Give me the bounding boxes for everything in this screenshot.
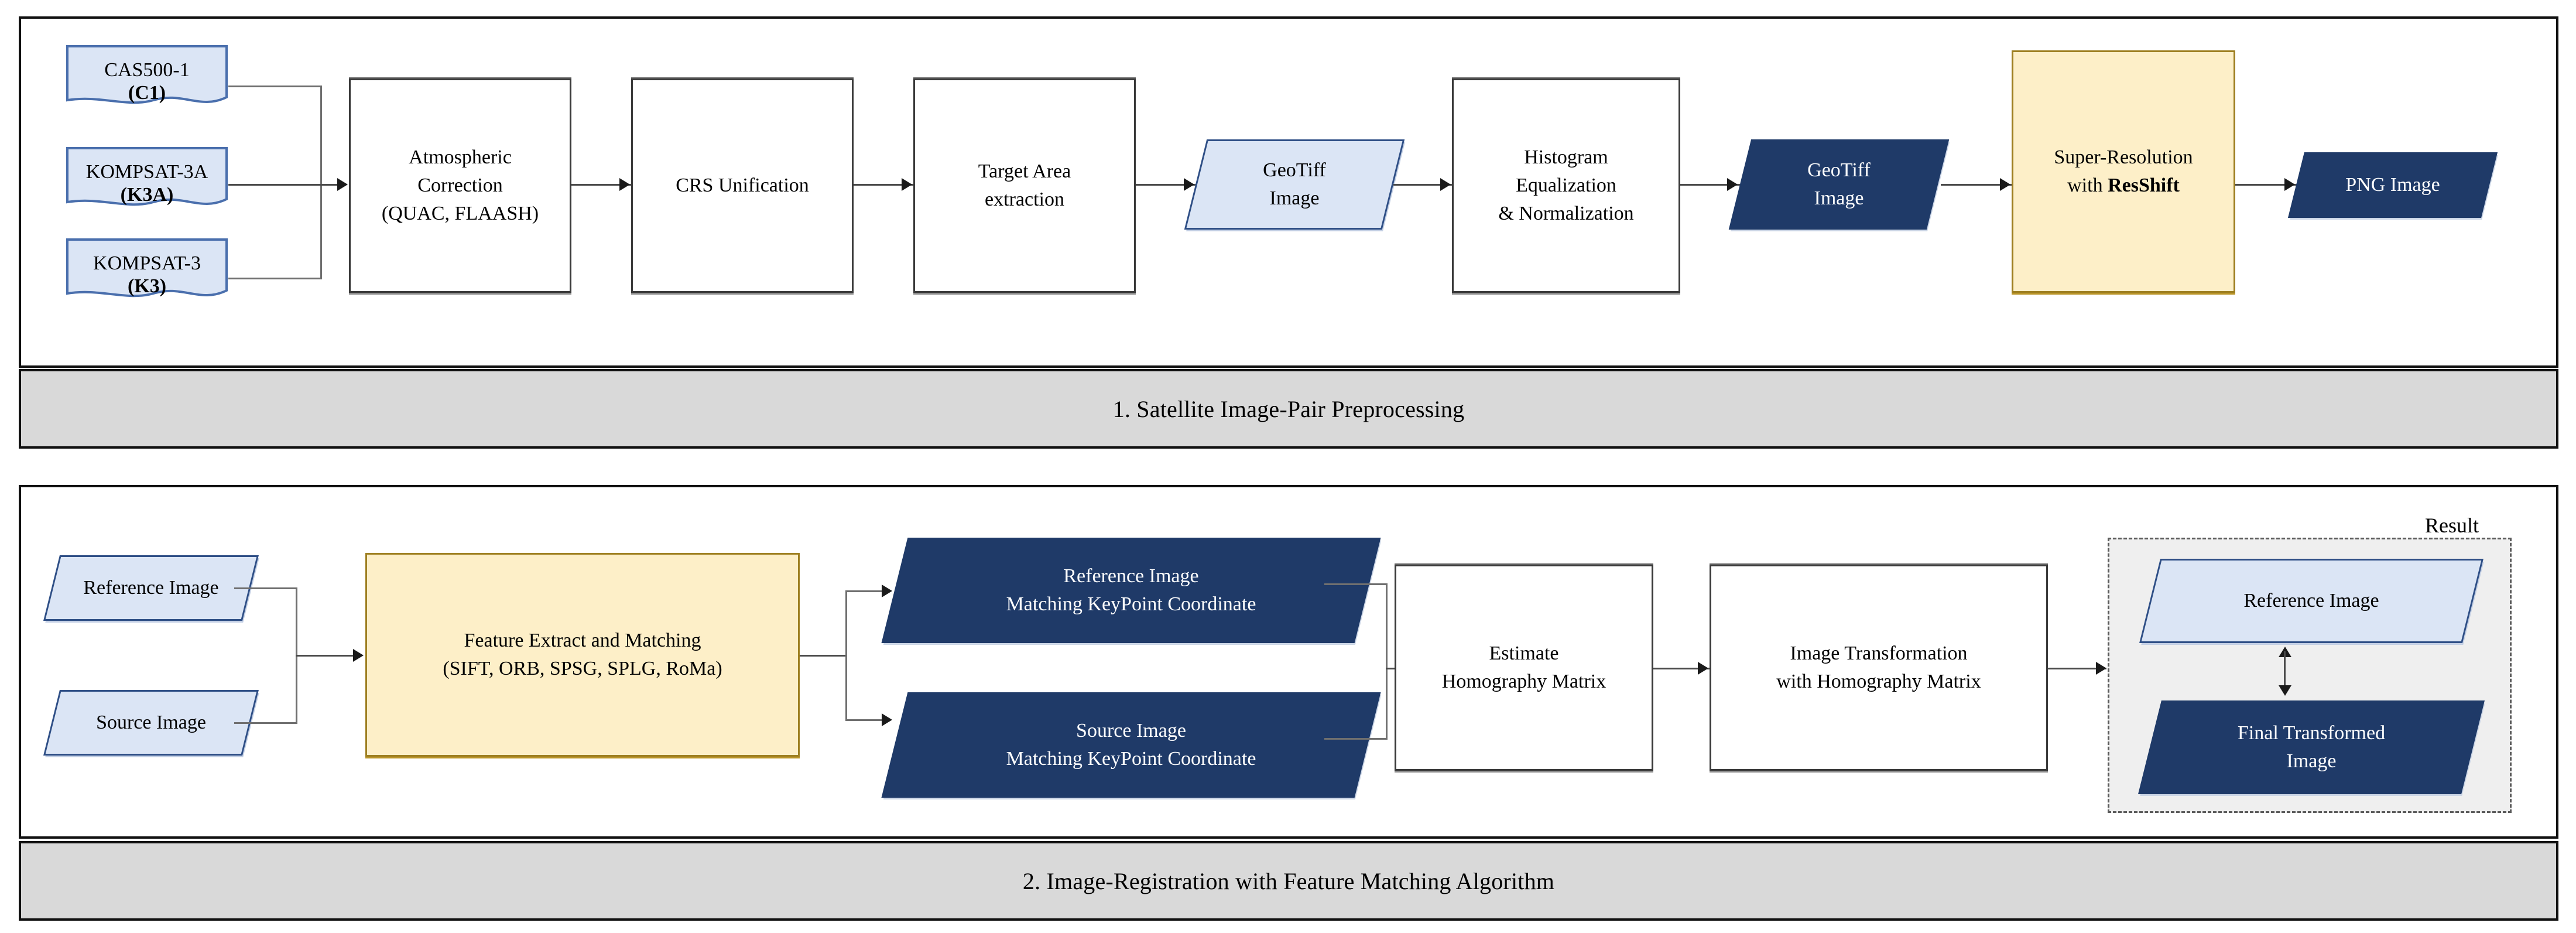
result-group-title: Result xyxy=(2425,513,2479,538)
data-label-source-keypoints: Source Image Matching KeyPoint Coordinat… xyxy=(1006,719,1256,770)
arrow-crs-to-target xyxy=(902,178,912,191)
connector-compare xyxy=(2284,651,2286,688)
step-label-image-transformation: Image Transformation with Homography Mat… xyxy=(1776,642,1981,692)
input-source-kompsat-3: KOMPSAT-3 xyxy=(66,238,228,303)
arrow-histogram-to-geotiff-dark xyxy=(1727,178,1738,191)
connector-cas500-1 xyxy=(228,86,322,87)
result-label-final-transformed-image: Final Transformed Image xyxy=(2237,722,2386,772)
connector-homography-to-transformation xyxy=(1653,668,1710,669)
result-group-title-label: Result xyxy=(2425,514,2479,537)
connector-homography-bus xyxy=(1386,583,1388,740)
step-image-transformation: Image Transformation with Homography Mat… xyxy=(1710,565,2048,771)
data-geotiff-image-dark: GeoTiff Image xyxy=(1728,139,1950,230)
connector-inputs-to-feature-extract xyxy=(296,655,354,657)
step-histogram-equalization: Histogram Equalization & Normalization xyxy=(1452,78,1680,293)
input-reference-image: Reference Image xyxy=(43,555,259,621)
data-geotiff-image-light: GeoTiff Image xyxy=(1184,139,1405,230)
input-source-image: Source Image xyxy=(43,690,259,756)
step-feature-extract-matching: Feature Extract and Matching (SIFT, ORB,… xyxy=(365,553,800,757)
data-label-png-image: PNG Image xyxy=(2345,173,2440,196)
step-target-area-extraction: Target Area extraction xyxy=(913,78,1136,293)
connector-reference-image-out xyxy=(234,587,297,589)
step-label-super-resolution-bold: ResShift xyxy=(2108,175,2180,196)
connector-geotiff-dark-to-superres xyxy=(1941,184,2012,186)
step-label-crs-unification: CRS Unification xyxy=(676,174,809,196)
section-1-caption: 1. Satellite Image-Pair Preprocessing xyxy=(19,369,2558,449)
connector-transformation-to-result xyxy=(2048,668,2106,669)
step-label-histogram-equalization: Histogram Equalization & Normalization xyxy=(1498,146,1634,225)
connector-keypoint-bus xyxy=(845,590,847,720)
connector-source-image-out xyxy=(234,722,297,724)
data-label-reference-keypoints: Reference Image Matching KeyPoint Coordi… xyxy=(1006,565,1256,615)
arrow-geotiff-dark-to-superres xyxy=(2000,178,2010,191)
arrow-transformation-to-result xyxy=(2096,662,2106,675)
step-label-super-resolution-text: Super-Resolution with xyxy=(2054,146,2193,196)
input-label-kompsat-3a: KOMPSAT-3A xyxy=(85,160,208,183)
arrow-compare-down xyxy=(2279,685,2291,696)
connector-to-source-keypoints xyxy=(845,719,886,721)
section-1-caption-label: 1. Satellite Image-Pair Preprocessing xyxy=(1112,395,1465,422)
arrow-superres-to-png xyxy=(2284,178,2295,191)
connector-geotiff-light-to-histogram xyxy=(1393,184,1457,186)
data-label-geotiff-image-light: GeoTiff Image xyxy=(1263,159,1326,209)
input-source-kompsat-3a: KOMPSAT-3A xyxy=(66,146,228,212)
connector-kompsat-3 xyxy=(228,278,322,279)
connector-input-bus xyxy=(320,86,322,279)
connector-source-keypoints-out xyxy=(1324,738,1388,740)
result-label-reference-image: Reference Image xyxy=(2243,589,2379,611)
input-label-kompsat-3: KOMPSAT-3 xyxy=(93,252,201,274)
step-label-super-resolution: Super-Resolution with ResShift xyxy=(2013,143,2234,200)
input-label-source-image: Source Image xyxy=(96,711,206,733)
connector-atmos-to-crs xyxy=(571,184,636,186)
step-super-resolution: Super-Resolution with ResShift xyxy=(2012,50,2235,293)
step-crs-unification: CRS Unification xyxy=(631,78,854,293)
section-2-caption: 2. Image-Registration with Feature Match… xyxy=(19,841,2558,921)
step-atmospheric-correction: Atmospheric Correction (QUAC, FLAASH) xyxy=(349,78,571,293)
result-final-transformed-image: Final Transformed Image xyxy=(2138,700,2485,794)
input-label-reference-image: Reference Image xyxy=(83,576,219,599)
connector-target-to-geotiff-light xyxy=(1136,184,1200,186)
connector-reference-keypoints-out xyxy=(1324,583,1388,585)
result-reference-image: Reference Image xyxy=(2139,559,2483,643)
step-label-feature-extract-matching: Feature Extract and Matching (SIFT, ORB,… xyxy=(443,629,722,679)
data-reference-keypoints: Reference Image Matching KeyPoint Coordi… xyxy=(881,538,1381,643)
connector-histogram-to-geotiff-dark xyxy=(1680,184,1743,186)
connector-superres-to-png xyxy=(2235,184,2301,186)
step-label-estimate-homography: Estimate Homography Matrix xyxy=(1441,642,1606,692)
step-label-target-area-extraction: Target Area extraction xyxy=(978,160,1071,210)
connector-feature-extract-out xyxy=(800,655,847,657)
arrow-atmos-to-crs xyxy=(619,178,630,191)
arrow-to-reference-keypoints xyxy=(882,585,892,597)
connector-crs-to-target xyxy=(854,184,918,186)
data-source-keypoints: Source Image Matching KeyPoint Coordinat… xyxy=(881,692,1381,798)
arrow-target-to-geotiff-light xyxy=(1184,178,1194,191)
step-estimate-homography: Estimate Homography Matrix xyxy=(1395,565,1653,771)
section-2-caption-label: 2. Image-Registration with Feature Match… xyxy=(1022,867,1555,894)
arrow-to-source-keypoints xyxy=(882,713,892,726)
data-label-geotiff-image-dark: GeoTiff Image xyxy=(1807,159,1871,209)
connector-to-reference-keypoints xyxy=(845,590,886,592)
step-label-atmospheric-correction: Atmospheric Correction (QUAC, FLAASH) xyxy=(381,146,539,225)
input-source-cas500-1: CAS500-1 xyxy=(66,45,228,110)
arrow-inputs-to-feature-extract xyxy=(353,649,364,662)
arrow-input-to-atmos xyxy=(337,178,348,191)
data-png-image: PNG Image xyxy=(2288,152,2498,218)
arrow-geotiff-light-to-histogram xyxy=(1440,178,1451,191)
arrow-homography-to-transformation xyxy=(1698,662,1708,675)
connector-input-to-atmos xyxy=(228,184,338,186)
input-label-cas500-1: CAS500-1 xyxy=(104,59,190,81)
